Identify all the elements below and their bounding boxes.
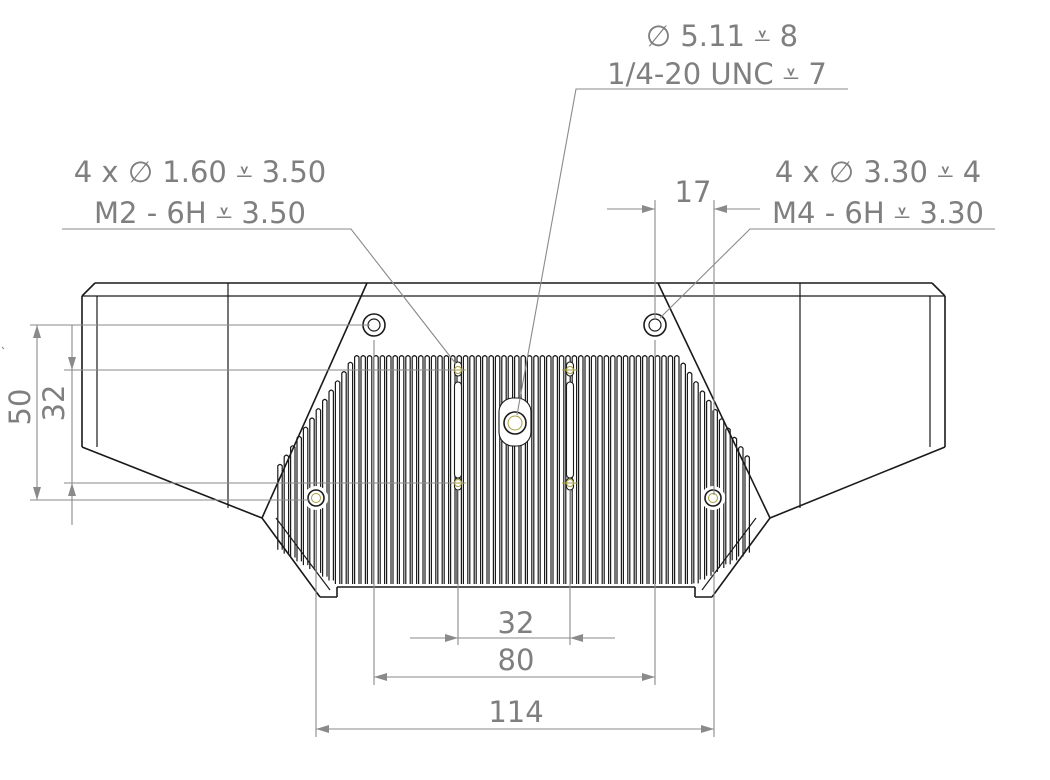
heatsink-fin: [571, 355, 578, 584]
heatsink-fin: [494, 355, 501, 584]
dim-32-vertical-label: 32: [37, 385, 71, 422]
heatsink-fin: [686, 371, 693, 584]
heatsink-fin: [610, 355, 616, 584]
m2-hole-4: [562, 479, 578, 487]
heatsink-fin: [738, 446, 744, 557]
heatsink-fin: [424, 355, 430, 584]
heatsink-fin: [667, 355, 674, 584]
heatsink-fin: [392, 355, 398, 584]
heatsink-fin: [283, 454, 290, 554]
heatsink-fin: [744, 455, 750, 553]
heatsink-fin: [277, 463, 283, 550]
heatsink-fin: [302, 426, 309, 566]
heatsink-fin: [629, 355, 635, 584]
heatsink-fin: [552, 355, 558, 584]
heatsink-fin: [514, 355, 520, 584]
heatsink-fin: [322, 398, 328, 577]
heatsink-fin: [462, 355, 469, 584]
heatsink-fin: [533, 355, 539, 584]
center-tripod-hole: [503, 411, 527, 435]
heatsink-fin: [354, 355, 360, 584]
dim-32-horizontal-label: 32: [498, 606, 535, 640]
heatsink-fin: [539, 355, 546, 584]
heatsink-fin: [693, 381, 699, 584]
callout-texts: ∅ 5.11 ⩡ 8 1/4-20 UNC ⩡ 7 4 x ∅ 1.60 ⩡ 3…: [74, 19, 984, 230]
heatsink-fin: [590, 355, 597, 584]
heatsink-fin: [430, 355, 437, 584]
heatsink-fin: [328, 389, 334, 581]
heatsink-fin: [347, 361, 354, 584]
m4-holes-callout-line2: M4 - 6H ⩡ 3.30: [772, 196, 984, 230]
heatsink-fin: [411, 355, 418, 584]
heatsink-fin: [475, 355, 482, 584]
heatsink-fin: [712, 408, 718, 572]
heatsink-fin: [680, 362, 686, 584]
m4-hole-bottom-right: [704, 489, 722, 507]
heatsink-fin: [360, 355, 366, 584]
center-hole-callout-line1: ∅ 5.11 ⩡ 8: [646, 19, 798, 53]
leader-lines: [62, 88, 995, 416]
dim-114-label: 114: [488, 695, 543, 729]
heatsink-fin: [661, 355, 667, 584]
dim-80-label: 80: [498, 643, 535, 677]
heatsink-fin: [642, 355, 648, 584]
heatsink-fin: [578, 355, 584, 584]
heatsink-fins: [277, 355, 750, 584]
heatsink-fin: [488, 355, 494, 584]
m2-hole-2: [562, 366, 578, 374]
heatsink-fin: [334, 380, 341, 584]
heatsink-fin: [507, 355, 514, 584]
dimension-texts: 17 50 32 32 80 114: [3, 175, 711, 729]
heatsink-fin: [718, 418, 725, 569]
heatsink-fin: [699, 390, 706, 580]
heatsink-fin: [674, 355, 680, 584]
heatsink-fin: [482, 355, 488, 584]
m2-holes-callout-line1: 4 x ∅ 1.60 ⩡ 3.50: [74, 155, 326, 189]
heatsink-fin: [341, 371, 347, 584]
fin-slot: [565, 381, 575, 479]
dim-50-label: 50: [3, 389, 37, 426]
heatsink-fin: [635, 355, 642, 584]
center-hole-boss: [498, 397, 532, 447]
heatsink-fin: [398, 355, 405, 584]
dimension-lines: [1, 200, 760, 737]
heatsink-fin: [725, 427, 731, 565]
heatsink-fin: [501, 355, 507, 584]
heatsink-fin: [616, 355, 622, 584]
heatsink-fin: [706, 399, 712, 576]
heatsink-fin: [290, 445, 296, 558]
dim-17-label: 17: [675, 175, 712, 209]
heatsink-fin: [443, 355, 450, 584]
heatsink-fin: [309, 417, 315, 569]
heatsink-fin: [648, 355, 654, 584]
m4-hole-bottom-left: [307, 489, 325, 507]
heatsink-fin: [469, 355, 475, 584]
m2-holes-callout-line2: M2 - 6H ⩡ 3.50: [94, 196, 306, 230]
heatsink-fin: [584, 355, 590, 584]
heatsink-fin: [405, 355, 411, 584]
heatsink-fin: [456, 355, 462, 584]
heatsink-fin: [597, 355, 603, 584]
m4-holes-callout-line1: 4 x ∅ 3.30 ⩡ 4: [775, 155, 981, 189]
heatsink-fin: [379, 355, 386, 584]
heatsink-fin: [418, 355, 424, 584]
heatsink-fin: [315, 408, 322, 573]
heatsink-fin: [654, 355, 661, 584]
center-hole-callout-line2: 1/4-20 UNC ⩡ 7: [607, 57, 827, 91]
heatsink-fin: [558, 355, 565, 584]
heatsink-fin: [603, 355, 610, 584]
heatsink-fin: [520, 355, 526, 584]
heatsink-fin: [731, 436, 738, 561]
heatsink-fin: [386, 355, 392, 584]
fin-slot: [453, 381, 463, 479]
heatsink-fin: [296, 435, 302, 562]
heatsink-fin: [437, 355, 443, 584]
heatsink-fin: [622, 355, 629, 584]
heatsink-fin: [546, 355, 552, 584]
heatsink-fin: [526, 355, 533, 584]
heatsink-fin: [366, 355, 373, 584]
heatsink-fin: [565, 355, 571, 584]
